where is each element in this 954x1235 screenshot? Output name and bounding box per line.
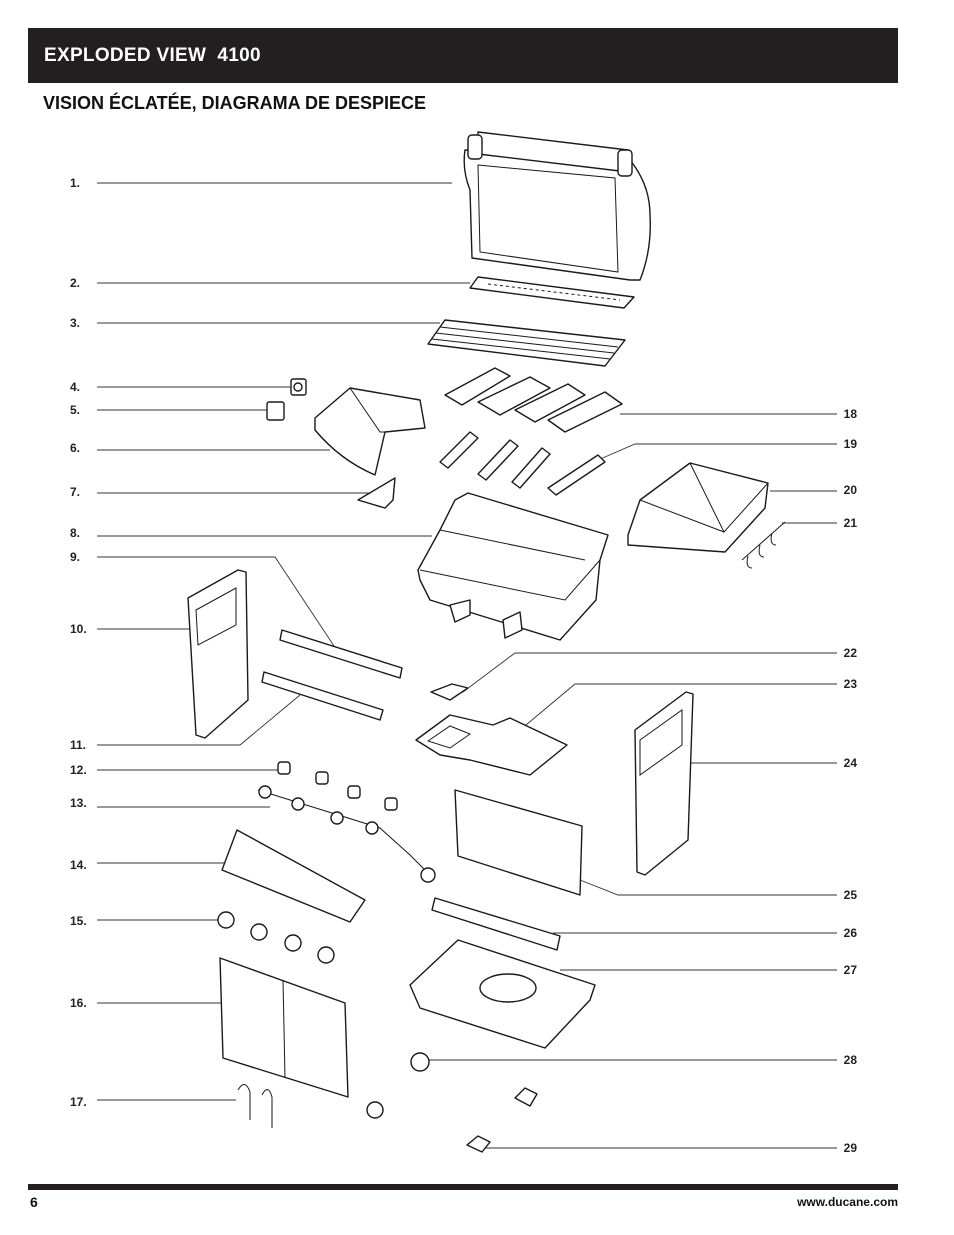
callout-right-11: 28 bbox=[844, 1053, 858, 1067]
callout-right-6: 23 bbox=[844, 677, 858, 691]
part-bracket bbox=[357, 477, 396, 509]
part-manifold bbox=[257, 785, 436, 883]
callout-right-5: 22 bbox=[844, 646, 858, 660]
callout-left-1: 1. bbox=[70, 176, 80, 190]
callout-left-17: 17. bbox=[70, 1095, 87, 1109]
part-burner-tubes bbox=[439, 431, 606, 496]
part-battery-cap bbox=[266, 401, 285, 421]
leader-line-right-6 bbox=[519, 683, 837, 731]
part-door-handles bbox=[237, 1084, 273, 1128]
callout-right-1: 18 bbox=[844, 407, 858, 421]
callout-left-16: 16. bbox=[70, 996, 87, 1010]
part-right-panel bbox=[634, 691, 694, 876]
callout-left-4: 4. bbox=[70, 380, 80, 394]
callout-left-2: 2. bbox=[70, 276, 80, 290]
footer-rule bbox=[28, 1184, 898, 1190]
callout-right-8: 25 bbox=[844, 888, 858, 902]
leader-line-right-8 bbox=[579, 879, 837, 896]
part-firebox bbox=[417, 492, 609, 641]
callout-left-10: 10. bbox=[70, 622, 87, 636]
part-side-burner-lid bbox=[314, 387, 426, 476]
callout-labels: 1. 2. 3. 4. 5. 6. 7. 8. 9. 10. 11. 12. 13. 14. 15. 16. 1… bbox=[70, 176, 857, 1155]
leader-line-left-11 bbox=[97, 694, 301, 746]
part-rails bbox=[261, 629, 403, 721]
callout-right-7: 24 bbox=[844, 756, 858, 770]
part-ignition-module bbox=[290, 378, 307, 396]
callout-left-3: 3. bbox=[70, 316, 80, 330]
callout-left-7: 7. bbox=[70, 485, 80, 499]
part-warming-rack bbox=[469, 276, 635, 309]
header-bar: EXPLODED VIEW 4100 bbox=[28, 28, 898, 83]
callout-left-5: 5. bbox=[70, 403, 80, 417]
part-bezels bbox=[217, 911, 335, 964]
part-side-shelf bbox=[627, 462, 769, 553]
callout-right-9: 26 bbox=[844, 926, 858, 940]
leader-line-right-2 bbox=[597, 443, 837, 461]
part-control-panel bbox=[221, 829, 366, 923]
part-casters bbox=[366, 1052, 538, 1153]
callout-left-9: 9. bbox=[70, 550, 80, 564]
footer-website: www.ducane.com bbox=[797, 1195, 898, 1209]
part-lid bbox=[463, 131, 651, 281]
page-number: 6 bbox=[30, 1194, 38, 1210]
part-left-panel bbox=[187, 569, 249, 739]
callout-right-4: 21 bbox=[844, 516, 858, 530]
callout-right-3: 20 bbox=[844, 483, 858, 497]
part-knob-caps bbox=[277, 761, 398, 811]
callout-left-6: 6. bbox=[70, 441, 80, 455]
part-tool-hooks bbox=[741, 521, 786, 569]
callout-left-11: 11. bbox=[70, 738, 86, 752]
callout-right-12: 29 bbox=[844, 1141, 858, 1155]
leader-line-right-5 bbox=[462, 652, 837, 693]
callout-left-15: 15. bbox=[70, 914, 87, 928]
callout-left-12: 12. bbox=[70, 763, 87, 777]
callout-left-14: 14. bbox=[70, 858, 87, 872]
leader-lines bbox=[97, 182, 837, 1149]
part-catch-pan bbox=[415, 714, 568, 776]
part-flavor-bars bbox=[444, 367, 623, 433]
callout-left-13: 13. bbox=[70, 796, 87, 810]
leader-line-left-9 bbox=[97, 556, 341, 656]
page-title: EXPLODED VIEW 4100 bbox=[44, 45, 261, 66]
callout-right-2: 19 bbox=[844, 437, 858, 451]
part-back-panel bbox=[454, 789, 583, 896]
callout-left-8: 8. bbox=[70, 526, 80, 540]
part-grease-tray bbox=[430, 683, 469, 701]
part-bottom-shelf bbox=[409, 939, 596, 1049]
page-subtitle: VISION ÉCLATÉE, DIAGRAMA DE DESPIECE bbox=[43, 93, 427, 113]
part-doors bbox=[219, 957, 349, 1098]
part-rear-rail bbox=[431, 897, 561, 951]
part-cooking-grate bbox=[427, 319, 626, 367]
callout-right-10: 27 bbox=[844, 963, 858, 977]
